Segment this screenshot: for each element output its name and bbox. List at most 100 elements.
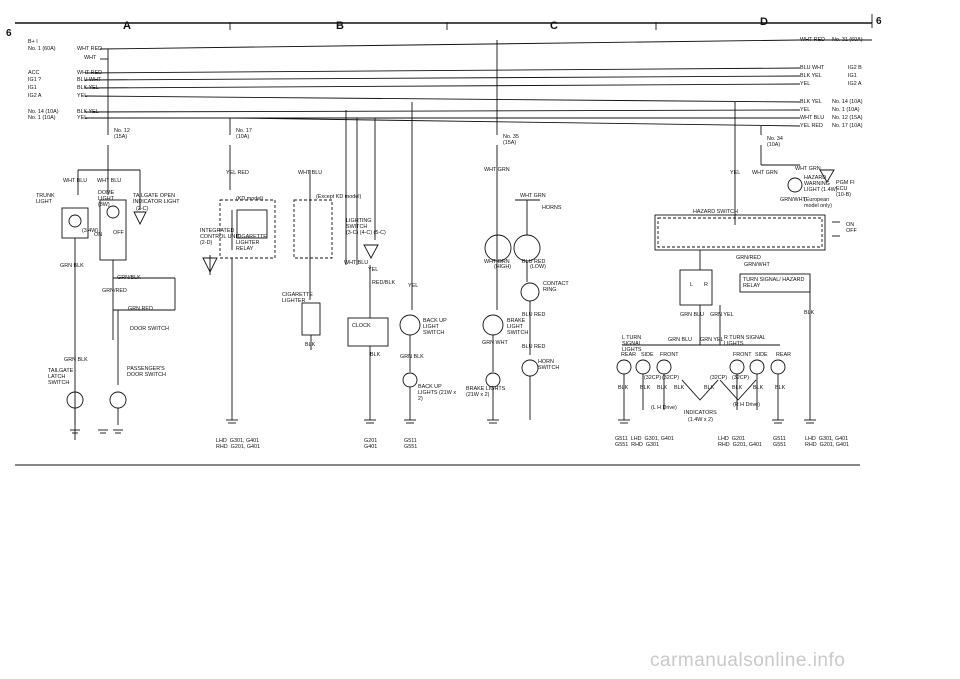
left-feed-wire: WHT [84,55,97,61]
lighting-switch-label: LIGHTING SWITCH [346,218,372,230]
left-feed-wire: YEL [77,115,88,121]
page-number-right: 6 [876,16,882,27]
wire-label: WHT GRN [795,166,821,172]
wire-label: YEL RED [226,170,249,176]
wire-label: GRN BLU [668,337,692,343]
fuse-name: No. 12 [114,128,130,134]
tailgate-indicator-label: TAILGATE OPEN INDICATOR LIGHT [133,193,180,205]
ground-label: G511 LHD G301, G401 G551 RHD G301 [615,436,674,448]
left-feed-wire: BLK YEL [77,85,99,91]
wire-label: YEL [730,170,741,176]
right-feed-label: No. 17 (10A) [832,123,863,129]
ground-label: LHD G301, G401 RHD G201, G401 [216,438,261,450]
right-feed-wire: WHT BLU [800,115,825,121]
except-kd-label: (Except KD model) [316,194,362,200]
wire-label: GRN BLK [400,354,424,360]
lh-drive-label: (L H Drive) [651,405,677,411]
indicators-w-label: (1.4W x 2) [688,417,713,423]
right-feed-wire: YEL [800,107,811,113]
lamp-front-label: FRONT [733,352,752,358]
wire-label: BLK [657,385,668,391]
door-switch-label: DOOR SWITCH [130,326,169,332]
wire-label: BLK [305,342,316,348]
lamp-cp-label: (32CP) [710,375,728,381]
wire-label: BLK [804,310,815,316]
wire-label: YEL [408,283,419,289]
contact-ring-label: CONTACT RING [543,281,569,293]
relay-l-label: L [690,282,693,288]
l-turn-label: L TURN SIGNAL LIGHTS [622,335,642,353]
right-feed-wire: BLK YEL [800,73,822,79]
wire-label: RED/BLK [372,280,396,286]
horn-low-label: (LOW) [530,264,546,270]
wire-label: GRN/RED [736,255,761,261]
lamp-rear-label: REAR [621,352,636,358]
lamp-cp-label: (32CP) [732,375,750,381]
wire-label: BLU RED [522,312,546,318]
right-feed-wire: BLK YEL [800,99,822,105]
ground-label: G511 G551 [404,438,418,450]
wire-label: GRN/RED [102,288,127,294]
zone-a: A [123,20,131,32]
horns-label: HORNS [542,205,562,211]
lamp-side-label: SIDE [755,352,768,358]
lamp-cp-label: (32CP) [662,375,680,381]
indicators-label: INDICATORS [684,410,717,416]
lamp-rear-label: REAR [776,352,791,358]
brake-lights-label: BRAKE LIGHTS (21W x 2) [466,386,506,398]
wire-label: GRN/WHT [744,262,770,268]
page-number-left: 6 [6,28,12,39]
ground-label: G511 G551 [773,436,787,448]
ground-label: G201 G401 [364,438,378,450]
cigarette-lighter-label: CIGARETTE LIGHTER [282,292,313,304]
wire-label: BLK [370,352,381,358]
backup-switch-label: BACK UP LIGHT SWITCH [423,318,447,336]
integrated-control-label: INTEGRATED CONTROL UNIT [200,228,241,240]
wire-label: BLU RED [522,259,546,265]
right-feed-label: IG2 A [848,81,862,87]
fuse-rating: (10A) [236,134,250,140]
trunk-bulb-label: (3.4W) [82,228,99,234]
wire-label: GRN YEL [710,312,734,318]
fuse-name: No. 34 [767,136,783,142]
left-feed-label: B+ I [28,39,38,45]
left-feed-label: No. 14 (10A) [28,109,59,115]
wire-label: WHT GRN [484,259,510,265]
right-feed-label: No. 31 (60A) [832,37,863,43]
wire-label: GRN WHT [482,340,508,346]
left-feed-label: ACC [28,70,40,76]
wire-label: BLK [640,385,651,391]
left-feed-wire: WHT RED [77,70,103,76]
kd-model-label: (KD model) [236,196,264,202]
wire-label: GRN BLK [60,263,84,269]
wire-label: WHT BLU [63,178,88,184]
wire-label: GRN RED [128,306,153,312]
dome-light-label: DOME LIGHT (8W) [98,190,115,208]
wire-label: WHT GRN [520,193,546,199]
passenger-door-switch-label: PASSENGER'S DOOR SWITCH [127,366,166,378]
hazard-warning-label: HAZARD WARNING LIGHT (1.4W) [804,175,838,193]
wire-label: GRN/WHT [780,197,806,203]
zone-d: D [760,16,768,28]
clock-label: CLOCK [352,323,371,329]
horn-high-label: (HIGH) [494,264,512,270]
wire-label: GRN/BLK [117,275,141,281]
wire-label: BLK [704,385,715,391]
wire-label: BLK [618,385,629,391]
left-feed-label: IG2 A [28,93,42,99]
right-feed-label: No. 14 (10A) [832,99,863,105]
cigarette-relay-label: CIGARETTE LIGHTER RELAY [236,234,267,252]
zone-c: C [550,20,558,32]
wire-label: BLK [753,385,764,391]
lamp-side-label: SIDE [641,352,654,358]
fuse-name: No. 35 [503,134,519,140]
right-feed-label: IG2 B [848,65,862,71]
dome-off-label: OFF [113,230,124,236]
backup-lights-label: BACK UP LIGHTS (21W x 2) [418,384,457,402]
relay-r-label: R [704,282,708,288]
wire-label: WHT BLU [344,260,369,266]
right-feed-wire: WHT RED [800,37,826,43]
lighting-switch-loc: (3-C) (4-C) (5-C) [346,230,386,236]
fuse-rating: (15A) [114,134,128,140]
